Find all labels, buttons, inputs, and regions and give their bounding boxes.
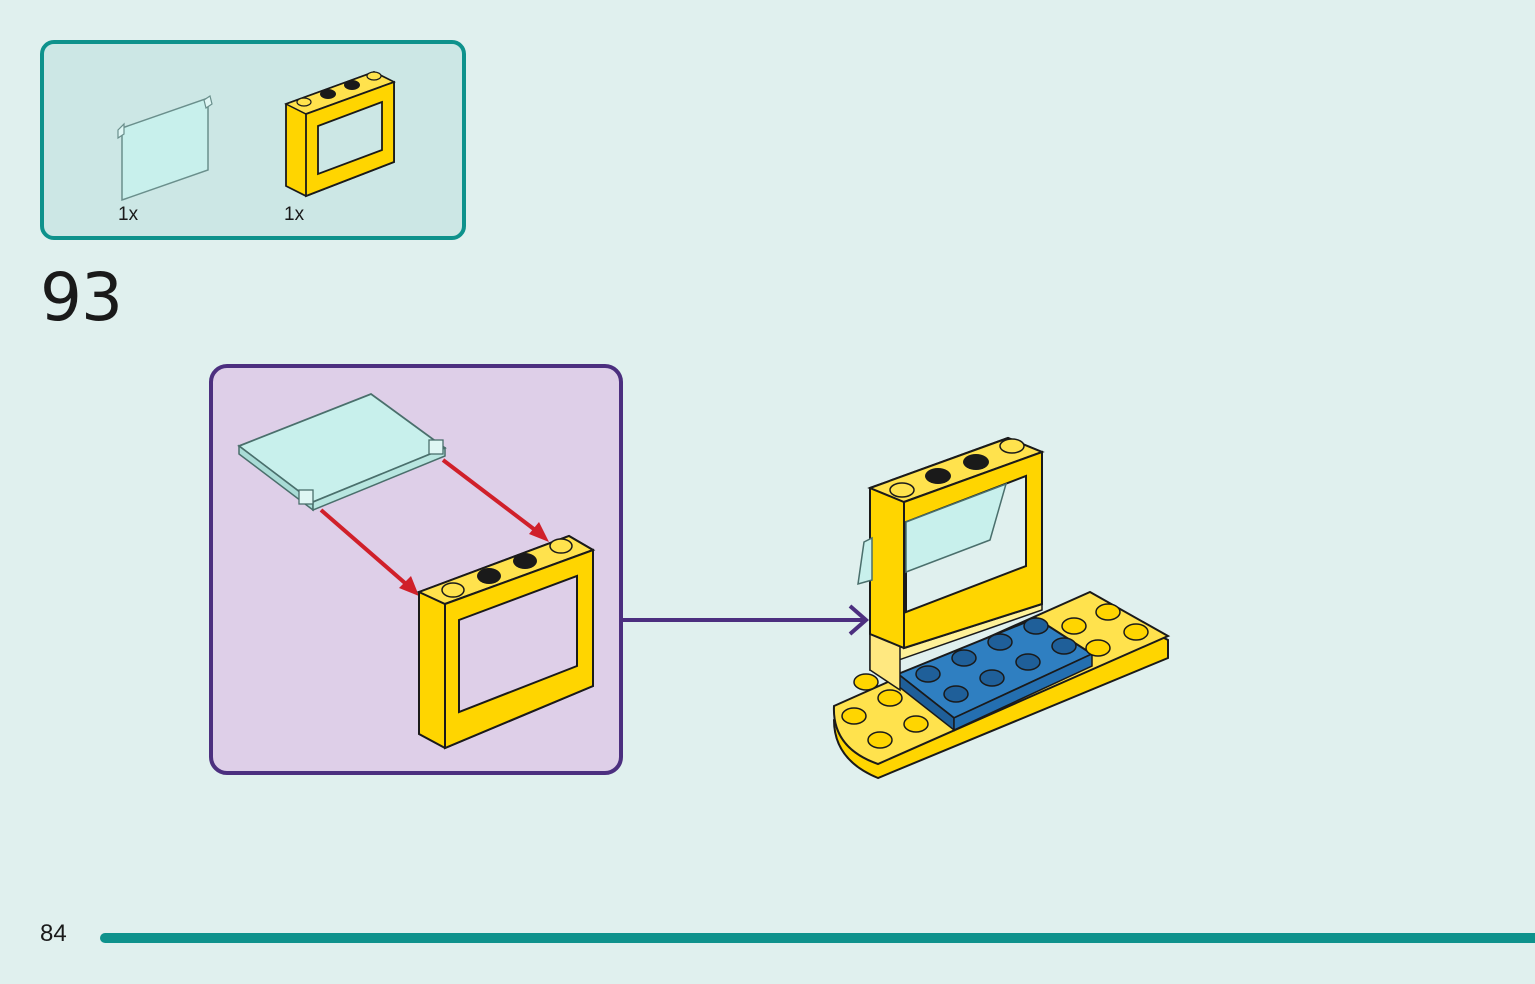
sub-assembly-illustration bbox=[237, 392, 596, 750]
footer-divider bbox=[100, 933, 1535, 943]
page-number: 84 bbox=[40, 920, 67, 947]
glass-pane-icon bbox=[237, 392, 447, 512]
assembly-arrows bbox=[319, 458, 549, 596]
window-frame-quantity: 1x bbox=[284, 204, 305, 225]
glass-pane-quantity: 1x bbox=[118, 204, 139, 225]
sub-assembly-callout bbox=[209, 364, 623, 775]
step-number: 93 bbox=[40, 259, 123, 336]
parts-list-panel: 1x 1x bbox=[40, 40, 466, 240]
model-illustration bbox=[832, 436, 1171, 780]
window-frame-icon bbox=[416, 534, 596, 750]
glass-pane-icon bbox=[117, 95, 213, 202]
callout-connector-arrow bbox=[622, 604, 870, 636]
window-frame-icon bbox=[284, 71, 396, 198]
